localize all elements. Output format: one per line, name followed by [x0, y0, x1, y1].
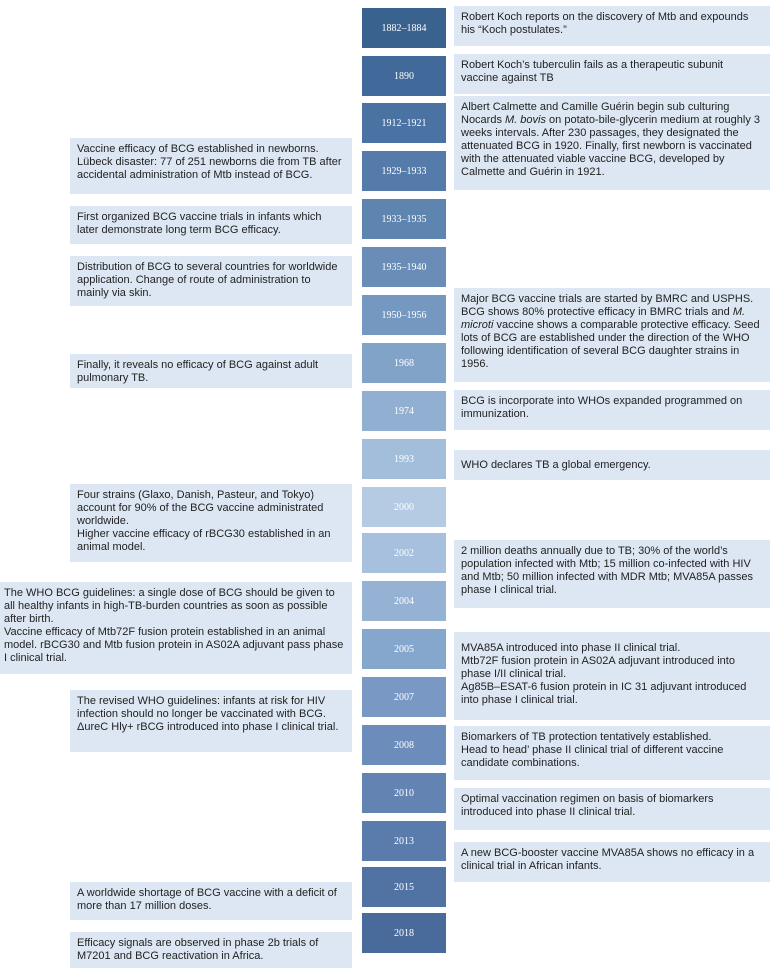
year-box: 2007 — [362, 677, 446, 717]
event-2013: A new BCG-booster vaccine MVA85A shows n… — [454, 842, 770, 882]
event-1912-text-a: Albert Calmette and Camille Guérin begin… — [461, 101, 733, 126]
event-1935-1940: Distribution of BCG to several countries… — [70, 256, 352, 306]
event-2015: A worldwide shortage of BCG vaccine with… — [70, 882, 352, 920]
event-2002: 2 million deaths annually due to TB; 30%… — [454, 540, 770, 608]
event-1950-text-a: Major BCG vaccine trials are started by … — [461, 293, 757, 318]
year-box: 1968 — [362, 343, 446, 383]
year-box: 2004 — [362, 581, 446, 621]
year-box: 1993 — [362, 439, 446, 479]
event-1882-1884: Robert Koch reports on the discovery of … — [454, 6, 770, 46]
year-box: 1950–1956 — [362, 295, 446, 335]
year-box: 2015 — [362, 867, 446, 907]
year-box: 2005 — [362, 629, 446, 669]
year-box: 2000 — [362, 487, 446, 527]
event-1950-text-c: vaccine shows a comparable protective ef… — [461, 319, 763, 370]
event-2010: Optimal vaccination regimen on basis of … — [454, 788, 770, 830]
year-box: 2013 — [362, 821, 446, 861]
year-box: 1929–1933 — [362, 151, 446, 191]
event-1929-1933: Vaccine efficacy of BCG established in n… — [70, 138, 352, 194]
event-1974: BCG is incorporate into WHOs expanded pr… — [454, 390, 770, 430]
event-2005: MVA85A introduced into phase II clinical… — [454, 632, 770, 720]
year-box: 1912–1921 — [362, 103, 446, 143]
event-2000: Four strains (Glaxo, Danish, Pasteur, an… — [70, 484, 352, 562]
event-1912-text-c: on potato-bile-glycerin medium at roughl… — [461, 114, 764, 178]
year-box: 2018 — [362, 913, 446, 953]
event-2004: The WHO BCG guidelines: a single dose of… — [0, 582, 352, 674]
event-1890: Robert Koch’s tuberculin fails as a ther… — [454, 54, 770, 94]
event-2008: Biomarkers of TB protection tentatively … — [454, 726, 770, 780]
event-1950-text-b: M. microti — [461, 306, 749, 331]
year-box: 1890 — [362, 56, 446, 96]
year-box: 1882–1884 — [362, 8, 446, 48]
event-1993: WHO declares TB a global emergency. — [454, 450, 770, 480]
event-2018: Efficacy signals are observed in phase 2… — [70, 932, 352, 968]
year-box: 1974 — [362, 391, 446, 431]
event-2007: The revised WHO guidelines: infants at r… — [70, 690, 352, 752]
event-1912-1921: Albert Calmette and Camille Guérin begin… — [454, 96, 770, 190]
year-box: 2008 — [362, 725, 446, 765]
event-1933-1935: First organized BCG vaccine trials in in… — [70, 206, 352, 244]
year-box: 1935–1940 — [362, 247, 446, 287]
year-box: 1933–1935 — [362, 199, 446, 239]
event-1950-1956: Major BCG vaccine trials are started by … — [454, 288, 770, 382]
event-1912-text-b: M. bovis — [505, 114, 546, 126]
event-1968: Finally, it reveals no efficacy of BCG a… — [70, 354, 352, 388]
year-box: 2002 — [362, 533, 446, 573]
year-box: 2010 — [362, 773, 446, 813]
